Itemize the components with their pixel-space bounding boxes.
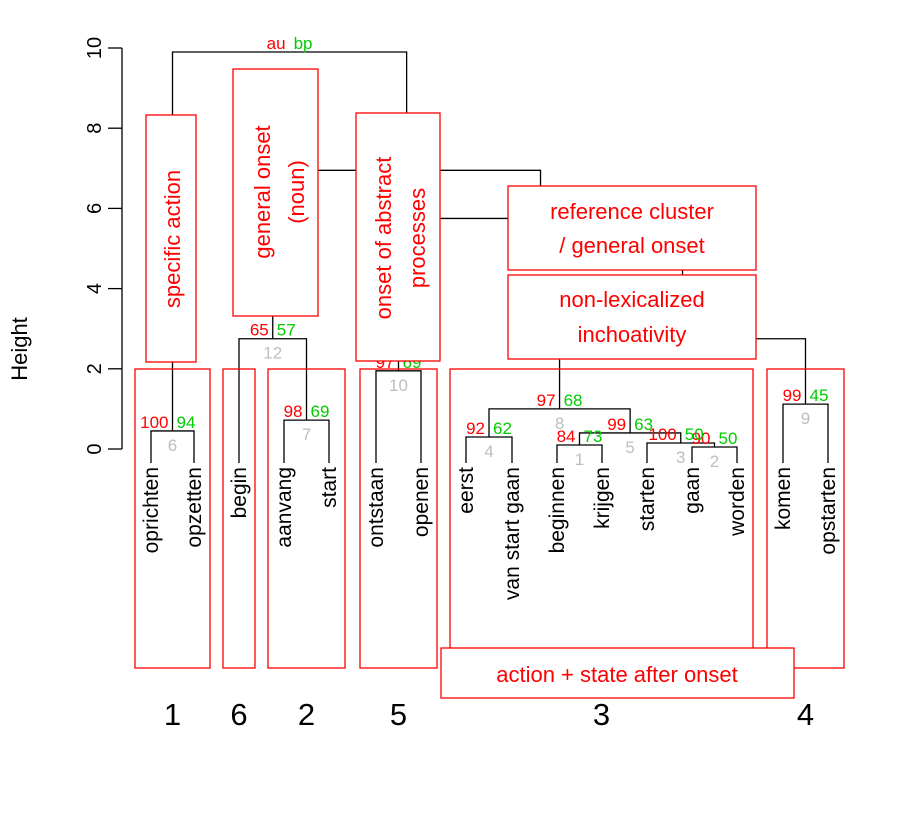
leaf-label: krijgen <box>591 467 614 529</box>
annotation-reference-line1: reference cluster <box>550 199 714 224</box>
leaf-label: worden <box>726 467 749 537</box>
bp-value: 50 <box>685 425 704 444</box>
annotation-specific-action: specific action <box>145 114 197 363</box>
bp-value: 50 <box>719 429 738 448</box>
cluster-number: 5 <box>390 697 407 732</box>
annotation-nonlex-line2: inchoativity <box>578 322 687 347</box>
edge-number: 2 <box>710 452 719 471</box>
leaf-label: van start gaan <box>501 467 524 600</box>
bp-value: 94 <box>177 413 196 432</box>
annotation-nonlex-line1: non-lexicalized <box>559 287 705 312</box>
annotation-action-state-text: action + state after onset <box>496 662 738 687</box>
leaf-label: start <box>318 467 341 508</box>
cluster-number: 3 <box>593 697 610 732</box>
edge-number: 6 <box>168 436 177 455</box>
cluster-numbers: 1 6 2 5 3 4 <box>164 697 814 732</box>
au-value: 65 <box>250 321 269 340</box>
annotation-reference-line2: / general onset <box>559 233 705 258</box>
annotation-non-lexicalized: non-lexicalized inchoativity <box>507 274 757 360</box>
cluster-number: 4 <box>797 697 814 732</box>
leaf-label: ontstaan <box>365 467 388 548</box>
leaf-label: eerst <box>455 467 478 514</box>
annotation-general-onset-line2: (noun) <box>284 160 309 224</box>
cluster-box <box>267 368 346 669</box>
leaf-label: beginnen <box>546 467 569 553</box>
bp-value: bp <box>294 34 313 53</box>
bp-value: 62 <box>493 419 512 438</box>
y-axis-label: Height <box>7 317 32 381</box>
annotation-abstract-line1: onset of abstract <box>371 157 396 320</box>
edge-number: 3 <box>676 448 685 467</box>
leaf-label: opstarten <box>817 467 840 555</box>
bp-value: 68 <box>564 391 583 410</box>
leaf-label: openen <box>410 467 433 537</box>
y-tick-label: 2 <box>84 363 106 374</box>
y-tick-label: 0 <box>84 443 106 454</box>
au-value: 99 <box>607 415 626 434</box>
y-tick-label: 4 <box>84 283 106 294</box>
bp-value: 45 <box>810 386 829 405</box>
annotations: specific action general onset (noun) ons… <box>145 68 795 699</box>
cluster-number: 2 <box>298 697 315 732</box>
leaf-label: aanvang <box>273 467 296 548</box>
leaf-label: begin <box>228 467 251 518</box>
y-axis: 0 2 4 6 8 10 Height <box>7 37 123 455</box>
leaf-label: opzetten <box>183 467 206 548</box>
edge-number: 4 <box>484 442 493 461</box>
au-value: 98 <box>284 402 303 421</box>
bp-value: 73 <box>584 427 603 446</box>
au-value: 97 <box>537 391 556 410</box>
edge-number: 10 <box>389 376 408 395</box>
au-value: 84 <box>557 427 576 446</box>
edge-number: 1 <box>575 450 584 469</box>
au-value: 100 <box>140 413 168 432</box>
au-value: 99 <box>783 386 802 405</box>
annotation-action-state: action + state after onset <box>440 647 795 699</box>
leaf-label: komen <box>772 467 795 530</box>
bp-value: 57 <box>277 321 296 340</box>
leaf-labels: oprichten opzetten begin aanvang start ontsta… <box>140 467 840 600</box>
annotation-general-onset-line1: general onset <box>250 125 275 258</box>
au-value: au <box>267 34 286 53</box>
leaf-label: starten <box>636 467 659 531</box>
y-tick-label: 8 <box>84 123 106 134</box>
leaf-label: gaan <box>681 467 704 514</box>
annotation-abstract-processes: onset of abstract processes <box>355 112 441 362</box>
cluster-box <box>359 368 438 669</box>
leaf-label: oprichten <box>140 467 163 553</box>
edge-number: 5 <box>625 438 634 457</box>
au-value: 90 <box>692 429 711 448</box>
annotation-specific-action-text: specific action <box>160 170 185 308</box>
au-value: 100 <box>648 425 676 444</box>
bp-value: 63 <box>634 415 653 434</box>
annotation-abstract-line2: processes <box>405 188 430 288</box>
y-tick-label: 6 <box>84 203 106 214</box>
annotation-general-onset: general onset (noun) <box>232 68 319 317</box>
au-value: 92 <box>466 419 485 438</box>
cluster-box <box>222 368 256 669</box>
bp-value: 69 <box>311 402 330 421</box>
edge-number: 12 <box>263 344 282 363</box>
cluster-number: 6 <box>230 697 247 732</box>
y-tick-label: 10 <box>84 37 106 59</box>
cluster-box <box>766 368 845 669</box>
cluster-box <box>134 368 211 669</box>
cluster-number: 1 <box>164 697 181 732</box>
edge-number: 9 <box>801 409 810 428</box>
edge-number: 8 <box>555 414 564 433</box>
annotation-reference-cluster: reference cluster / general onset <box>507 185 757 271</box>
edge-number: 7 <box>302 425 311 444</box>
